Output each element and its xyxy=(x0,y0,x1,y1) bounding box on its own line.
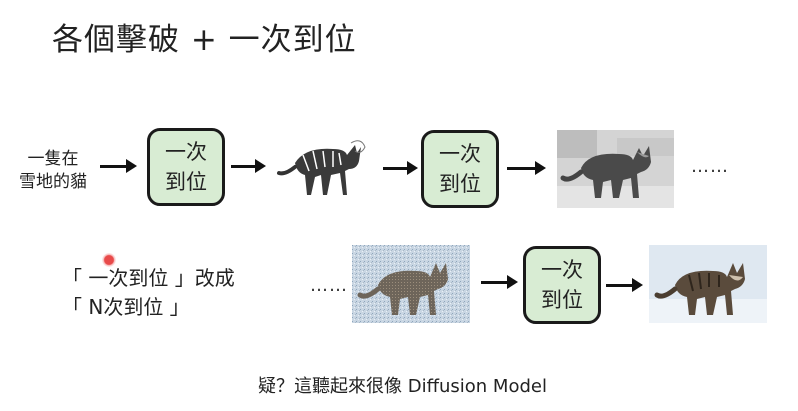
arrow-6 xyxy=(606,278,643,292)
ellipsis-row-2: …… xyxy=(310,275,348,296)
noisy-cat-image xyxy=(352,245,470,323)
arrow-1 xyxy=(100,159,137,173)
pointer-dot xyxy=(102,253,116,267)
clear-cat-image xyxy=(649,245,767,323)
posterized-cat-image xyxy=(557,130,674,208)
box-label-line-1: 一次 xyxy=(165,140,207,164)
arrow-2 xyxy=(231,159,266,173)
sketch-cat-image xyxy=(275,133,367,201)
box-label-line-1: 一次 xyxy=(541,258,583,282)
footer-caption: 疑？這聽起來很像 Diffusion Model xyxy=(258,376,547,397)
text-prompt-line-1: 一隻在 xyxy=(27,149,79,169)
one-step-model-box-2: 一次 到位 xyxy=(421,130,499,208)
arrow-4 xyxy=(507,161,546,175)
note-line-1: 「 一次到位 」改成 xyxy=(62,266,235,290)
ellipsis-row-1: …… xyxy=(691,156,729,177)
slide-title: 各個擊破 + 一次到位 xyxy=(52,22,357,58)
arrow-3 xyxy=(383,161,418,175)
one-step-model-box-3: 一次 到位 xyxy=(523,246,601,324)
box-label-line-2: 到位 xyxy=(541,288,583,312)
arrow-5 xyxy=(481,275,518,289)
text-prompt: 一隻在 雪地的貓 xyxy=(12,148,94,194)
text-prompt-line-2: 雪地的貓 xyxy=(19,172,87,192)
one-step-model-box-1: 一次 到位 xyxy=(147,128,225,206)
box-label-line-2: 到位 xyxy=(165,170,207,194)
box-label-line-2: 到位 xyxy=(439,172,481,196)
box-label-line-1: 一次 xyxy=(439,142,481,166)
note-line-2: 「 N次到位 」 xyxy=(62,295,190,319)
